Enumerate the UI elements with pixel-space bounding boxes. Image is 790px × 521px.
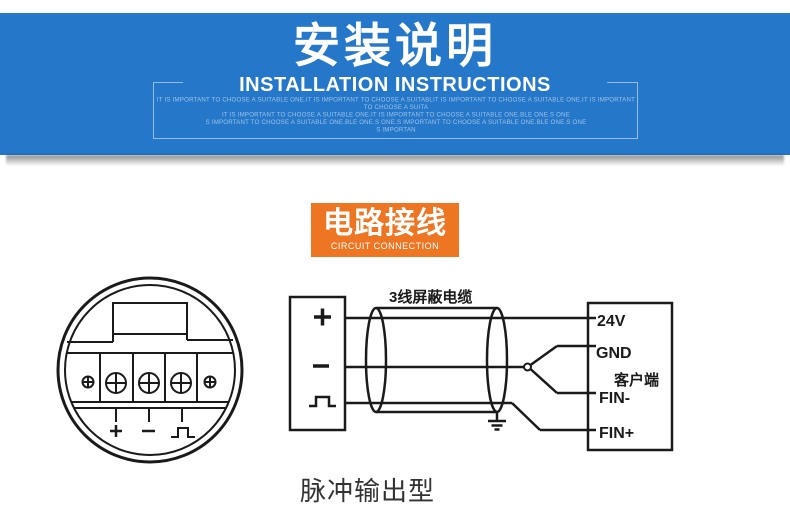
cable-label: 3线屏蔽电缆 <box>389 288 472 306</box>
terminal-label-24v: 24V <box>597 313 626 330</box>
gauge-terminal-strip <box>67 352 233 409</box>
gauge-back-face <box>56 276 244 464</box>
banner-title-english: INSTALLATION INSTRUCTIONS <box>183 73 607 97</box>
plus-icon <box>110 425 122 437</box>
terminal-label-fin-plus: FIN+ <box>599 425 634 442</box>
diagram-caption: 脉冲输出型 <box>300 476 436 506</box>
badge-title-chinese: 电路接线 <box>323 207 447 240</box>
banner-note-lines: IT IS IMPORTANT TO CHOOSE A SUITABLE ONE… <box>154 96 637 133</box>
gauge-inner-ring <box>64 284 236 456</box>
junction-node <box>523 362 532 372</box>
pulse-icon <box>171 427 195 438</box>
transmitter-block <box>288 295 347 432</box>
terminal-label-gnd: GND <box>596 345 632 362</box>
banner-title-chinese: 安装说明 <box>293 19 497 72</box>
gauge-terminal-marks <box>110 408 195 438</box>
badge-title-english: CIRCUIT CONNECTION <box>330 241 440 251</box>
plus-icon <box>314 308 331 326</box>
note-line: IT IS IMPORTANT TO CHOOSE A SUITABLE ONE… <box>156 96 635 111</box>
screw-terminal-icons <box>81 372 217 394</box>
terminal-side-label: 客户端 <box>613 371 659 389</box>
ground-icon <box>488 412 506 431</box>
pulse-icon <box>309 395 336 408</box>
note-line: S IMPORTAN <box>375 125 416 133</box>
wires <box>345 316 596 432</box>
note-line: S IMPORTANT TO CHOOSE A SUITABLE ONE.BLE… <box>205 118 586 126</box>
circuit-connection-badge: 电路接线 CIRCUIT CONNECTION <box>311 203 459 257</box>
note-line: IT IS IMPORTANT TO CHOOSE A SUITABLE ONE… <box>221 110 570 118</box>
installation-banner: 安装说明 INSTALLATION INSTRUCTIONS IT IS IMP… <box>0 13 790 155</box>
gauge-top-bracket <box>67 302 233 343</box>
customer-terminal-block: 24V GND 客户端 FIN- FIN+ <box>586 301 674 452</box>
shielded-cable: 3线屏蔽电缆 <box>364 288 509 431</box>
terminal-label-fin-minus: FIN- <box>599 390 630 407</box>
gauge-outer-ring <box>56 276 244 464</box>
